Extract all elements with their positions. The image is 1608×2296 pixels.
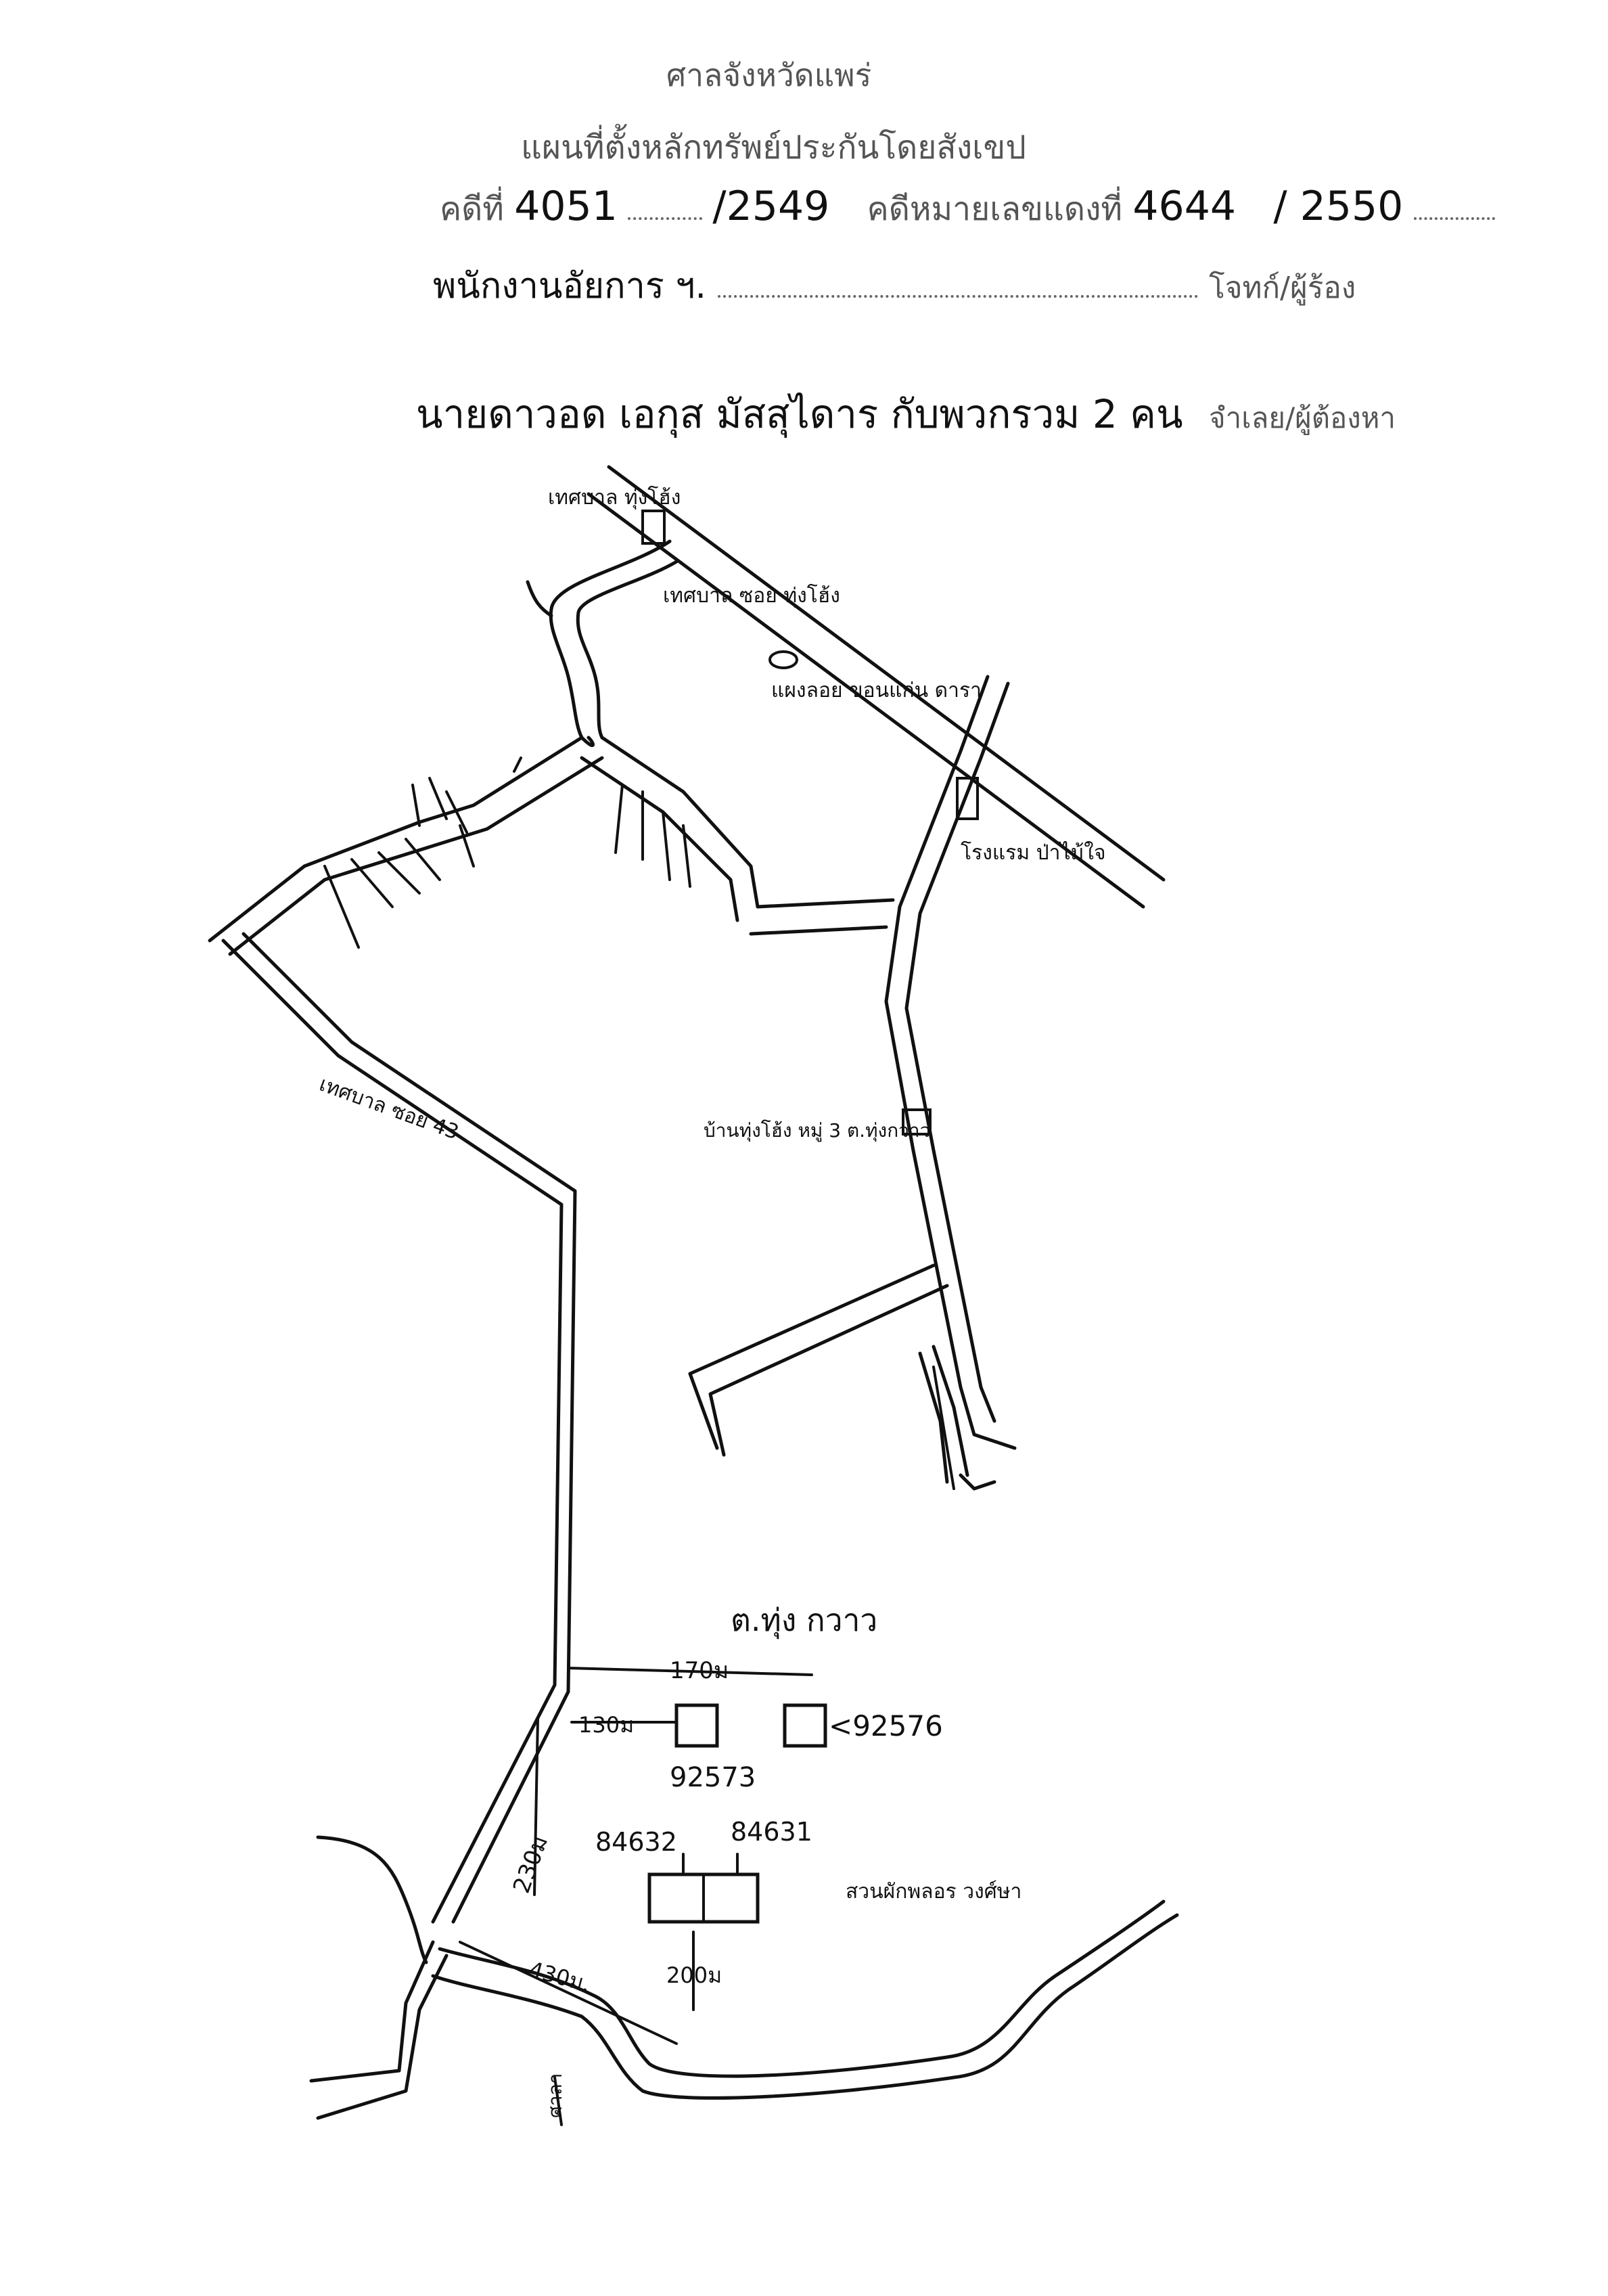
case-red-prefix: คดีหมายเลขแดงที่ [867,190,1123,228]
map-title: แผนที่ตั้งหลักทรัพย์ประกันโดยสังเขป [521,129,1026,166]
distance-170-label: 170ม [670,1657,729,1684]
distance-430-label: 430ม. [526,1956,593,1998]
municipal-office-label: เทศบาล ทุ่งโฮ้ง [548,485,681,510]
municipal-road-label: เทศบาล ซอย ทุ่งโฮ้ง [663,583,840,608]
western-branch-roads [208,736,895,956]
distance-230-label: 230ม [508,1832,553,1897]
gate-label: ศาลา [544,2073,566,2118]
parcel-92573-box [674,1703,719,1748]
village-marker [902,1108,932,1135]
village-label: บ้านทุ่งโฮ้ง หมู่ 3 ต.ทุ่งกวาว [704,1119,930,1142]
municipal-office-marker [641,510,666,545]
eastern-main-road [884,675,1017,1450]
dotted-leader [1413,217,1495,220]
soi-43-road [221,932,577,1924]
case-red-number: 4644 [1132,183,1237,230]
parcel-84631-label: 84631 [731,1817,812,1847]
defendant-line: นายดาวอด เอกุส มัสสุไดาร กับพวกรวม 2 คน … [416,382,1396,445]
case-black-number: 4051 [514,183,618,230]
distance-200-label: 200ม [666,1962,722,1988]
highway-road [587,465,1166,909]
parcel-92576-box [783,1703,827,1748]
parcel-84632-label: 84632 [595,1827,677,1857]
dotted-leader [628,217,703,220]
soi43-label: เทศบาล ซอย 43 [316,1073,461,1145]
defendant-names: นายดาวอด เอกุส มัสสุไดาร กับพวกรวม 2 คน [416,391,1183,437]
southern-branch-roads [688,1263,996,1491]
dotted-leader [717,295,1198,298]
plaintiff-line: พนักงานอัยการ ฯ. โจทก์/ผู้ร้อง [433,257,1356,313]
hotel-label: โรงแรม ป่าไม้ใจ [961,840,1106,865]
hotel-marker [956,777,979,820]
bottom-roads [309,1835,1179,2126]
dimension-arrows [459,1667,813,2045]
municipal-access-road [526,539,679,747]
case-line: คดีที่ 4051 /2549 คดีหมายเลขแดงที่ 4644 … [440,183,1495,235]
kitchen-marker [768,650,798,669]
distance-130-label: 130ม [578,1712,634,1738]
plaintiff-role: โจทก์/ผู้ร้อง [1209,271,1356,305]
parcel-92576-label: <92576 [829,1709,943,1742]
hotel-kitchen-label: แผงลอย ขอนแก่น ดารา [771,679,982,702]
case-black-year: /2549 [712,183,830,230]
parcel-92573-label: 92573 [670,1762,756,1793]
case-black-prefix: คดีที่ [440,190,504,228]
subdistrict-label: ต.ทุ่ง กวาว [731,1602,877,1640]
orchard-label: สวนผักพลอร วงศ์ษา [846,1880,1021,1904]
defendant-role: จำเลย/ผู้ต้องหา [1209,401,1396,434]
case-red-year: / 2550 [1273,183,1404,230]
court-name: ศาลจังหวัดแพร่ [666,57,872,93]
plaintiff-name: พนักงานอัยการ ฯ. [433,266,707,307]
